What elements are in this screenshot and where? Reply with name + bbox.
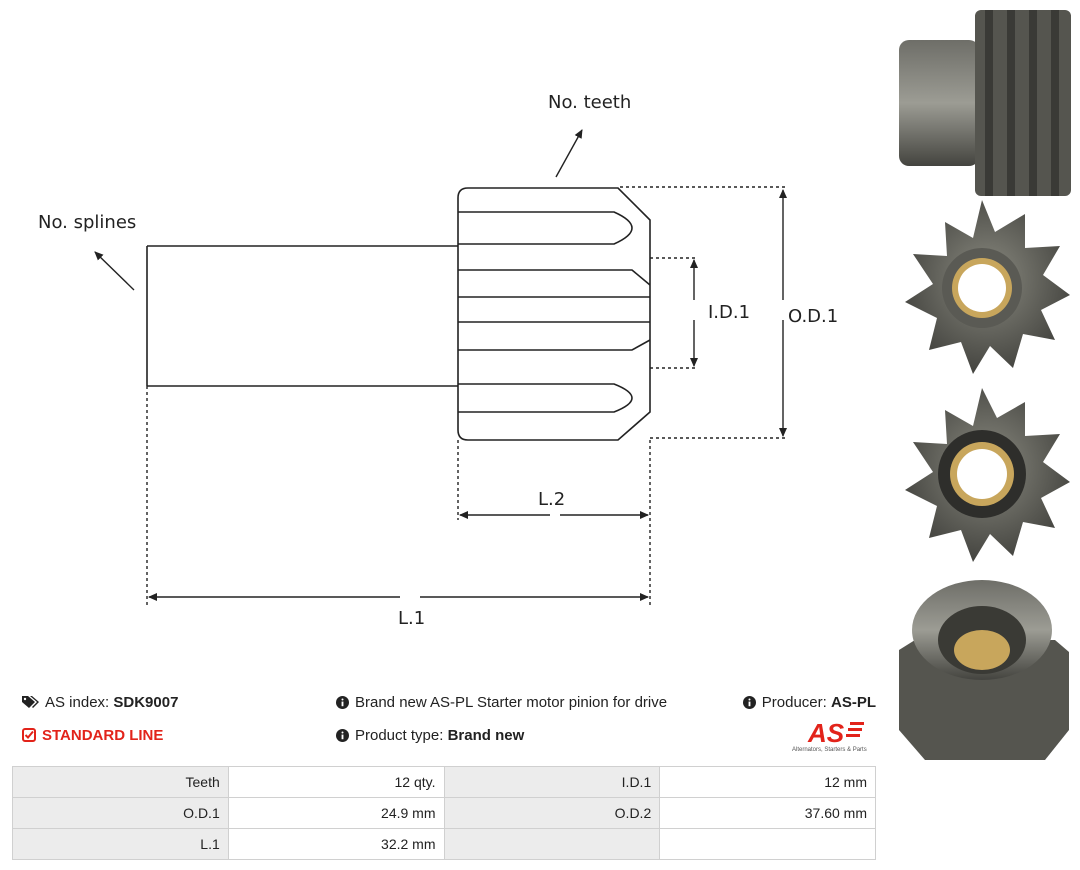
- table-row: L.1 32.2 mm: [12, 828, 876, 860]
- as-index-label: AS index:: [45, 694, 110, 711]
- info-icon: [336, 696, 349, 709]
- producer: Producer: AS-PL: [742, 694, 876, 711]
- producer-label: Producer:: [761, 694, 827, 711]
- standard-line: STANDARD LINE: [22, 727, 163, 744]
- gear-outline: [457, 187, 651, 441]
- info-icon: [336, 729, 349, 742]
- photo-front-view: [905, 200, 1070, 374]
- label-splines: No. splines: [38, 212, 136, 233]
- spec-value: 37.60 mm: [659, 797, 876, 829]
- producer-value: AS-PL: [831, 694, 876, 711]
- spec-value: 32.2 mm: [227, 828, 445, 860]
- spec-key: [443, 828, 661, 860]
- description-text: Brand new AS-PL Starter motor pinion for…: [355, 694, 668, 711]
- spec-value: 24.9 mm: [227, 797, 445, 829]
- logo-tagline: Alternators, Starters & Parts: [792, 747, 867, 753]
- label-l2: L.2: [538, 489, 565, 510]
- label-teeth: No. teeth: [548, 92, 631, 113]
- product-type-label: Product type:: [355, 727, 444, 744]
- photo-angled-view: [899, 580, 1069, 760]
- as-index: AS index: SDK9007: [22, 694, 178, 711]
- spec-key: O.D.2: [443, 797, 661, 829]
- table-row: Teeth 12 qty. I.D.1 12 mm: [12, 766, 876, 798]
- product-type: Product type: Brand new: [336, 727, 524, 744]
- checkbox-icon: [22, 728, 36, 742]
- spec-key: I.D.1: [443, 766, 661, 798]
- as-logo: AS Alternators, Starters & Parts: [792, 718, 867, 753]
- shaft-outline: [146, 245, 458, 387]
- table-row: O.D.1 24.9 mm O.D.2 37.60 mm: [12, 797, 876, 829]
- label-od1: O.D.1: [788, 306, 838, 327]
- as-index-value: SDK9007: [113, 694, 179, 711]
- spec-value: [659, 828, 876, 860]
- spec-key: Teeth: [12, 766, 229, 798]
- label-id1: I.D.1: [708, 302, 750, 323]
- info-icon: [742, 696, 756, 709]
- spec-key: O.D.1: [12, 797, 229, 829]
- spec-key: L.1: [12, 828, 229, 860]
- technical-drawing: No. teeth No. splines I.D.1 O.D.1 L.2 L.…: [38, 92, 838, 629]
- product-type-value: Brand new: [447, 727, 525, 744]
- photo-rear-view: [905, 388, 1070, 562]
- photo-side-view: [899, 10, 1071, 196]
- logo-text: AS: [807, 718, 845, 748]
- standard-line-label: STANDARD LINE: [42, 727, 164, 744]
- description: Brand new AS-PL Starter motor pinion for…: [336, 694, 667, 711]
- specs-table: Teeth 12 qty. I.D.1 12 mm O.D.1 24.9 mm …: [12, 766, 876, 860]
- spec-value: 12 qty.: [227, 766, 445, 798]
- spec-value: 12 mm: [659, 766, 876, 798]
- label-l1: L.1: [398, 608, 425, 629]
- tags-icon: [22, 696, 39, 708]
- product-photos: [899, 10, 1071, 760]
